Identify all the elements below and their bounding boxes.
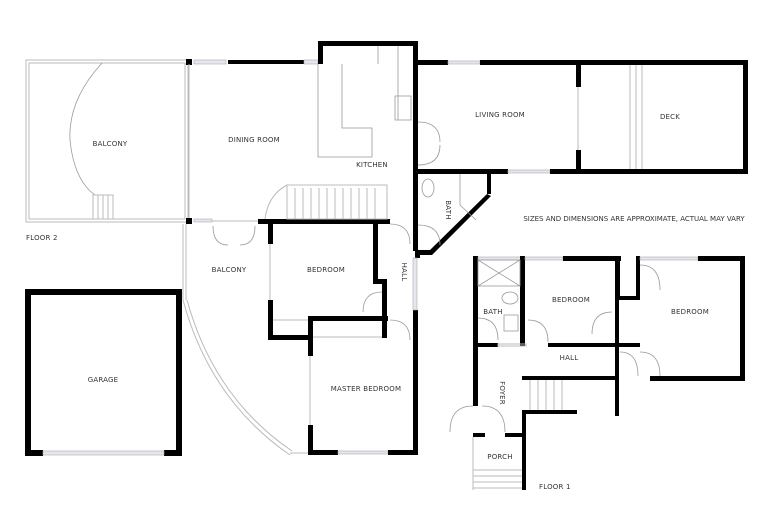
label-floor2: FLOOR 2 [26,234,58,242]
stair-treads-floor1 [529,380,563,410]
label-floor1: FLOOR 1 [539,483,571,491]
label-porch: PORCH [487,453,512,461]
balcony-west [25,59,189,223]
label-bedroom-floor1-b: BEDROOM [671,308,709,316]
bath-floor2 [415,174,491,258]
label-master-bedroom: MASTER BEDROOM [331,385,401,393]
label-dining-room: DINING ROOM [228,136,280,144]
label-balcony-south: BALCONY [212,266,247,274]
label-hall-floor2: HALL [400,263,408,282]
stair-treads [294,188,376,219]
living-deck-walls [417,60,748,174]
label-kitchen: KITCHEN [356,161,388,169]
floor1-walls [449,256,745,490]
label-bath-floor1: BATH [483,308,502,316]
garage [25,289,182,456]
balcony-south [182,224,308,456]
label-bedroom-floor2: BEDROOM [307,266,345,274]
label-bedroom-floor1-a: BEDROOM [552,296,590,304]
label-balcony-west: BALCONY [93,140,128,148]
dining-kitchen-walls [186,41,418,251]
label-garage: GARAGE [88,376,119,384]
label-foyer: FOYER [498,381,506,405]
label-living-room: LIVING ROOM [475,111,525,119]
bedroom-hall-master-walls [268,223,418,455]
label-deck: DECK [660,113,680,121]
label-bath-floor2: BATH [444,200,452,219]
disclaimer-note: SIZES AND DIMENSIONS ARE APPROXIMATE, AC… [523,215,745,223]
label-hall-floor1: HALL [560,354,579,362]
